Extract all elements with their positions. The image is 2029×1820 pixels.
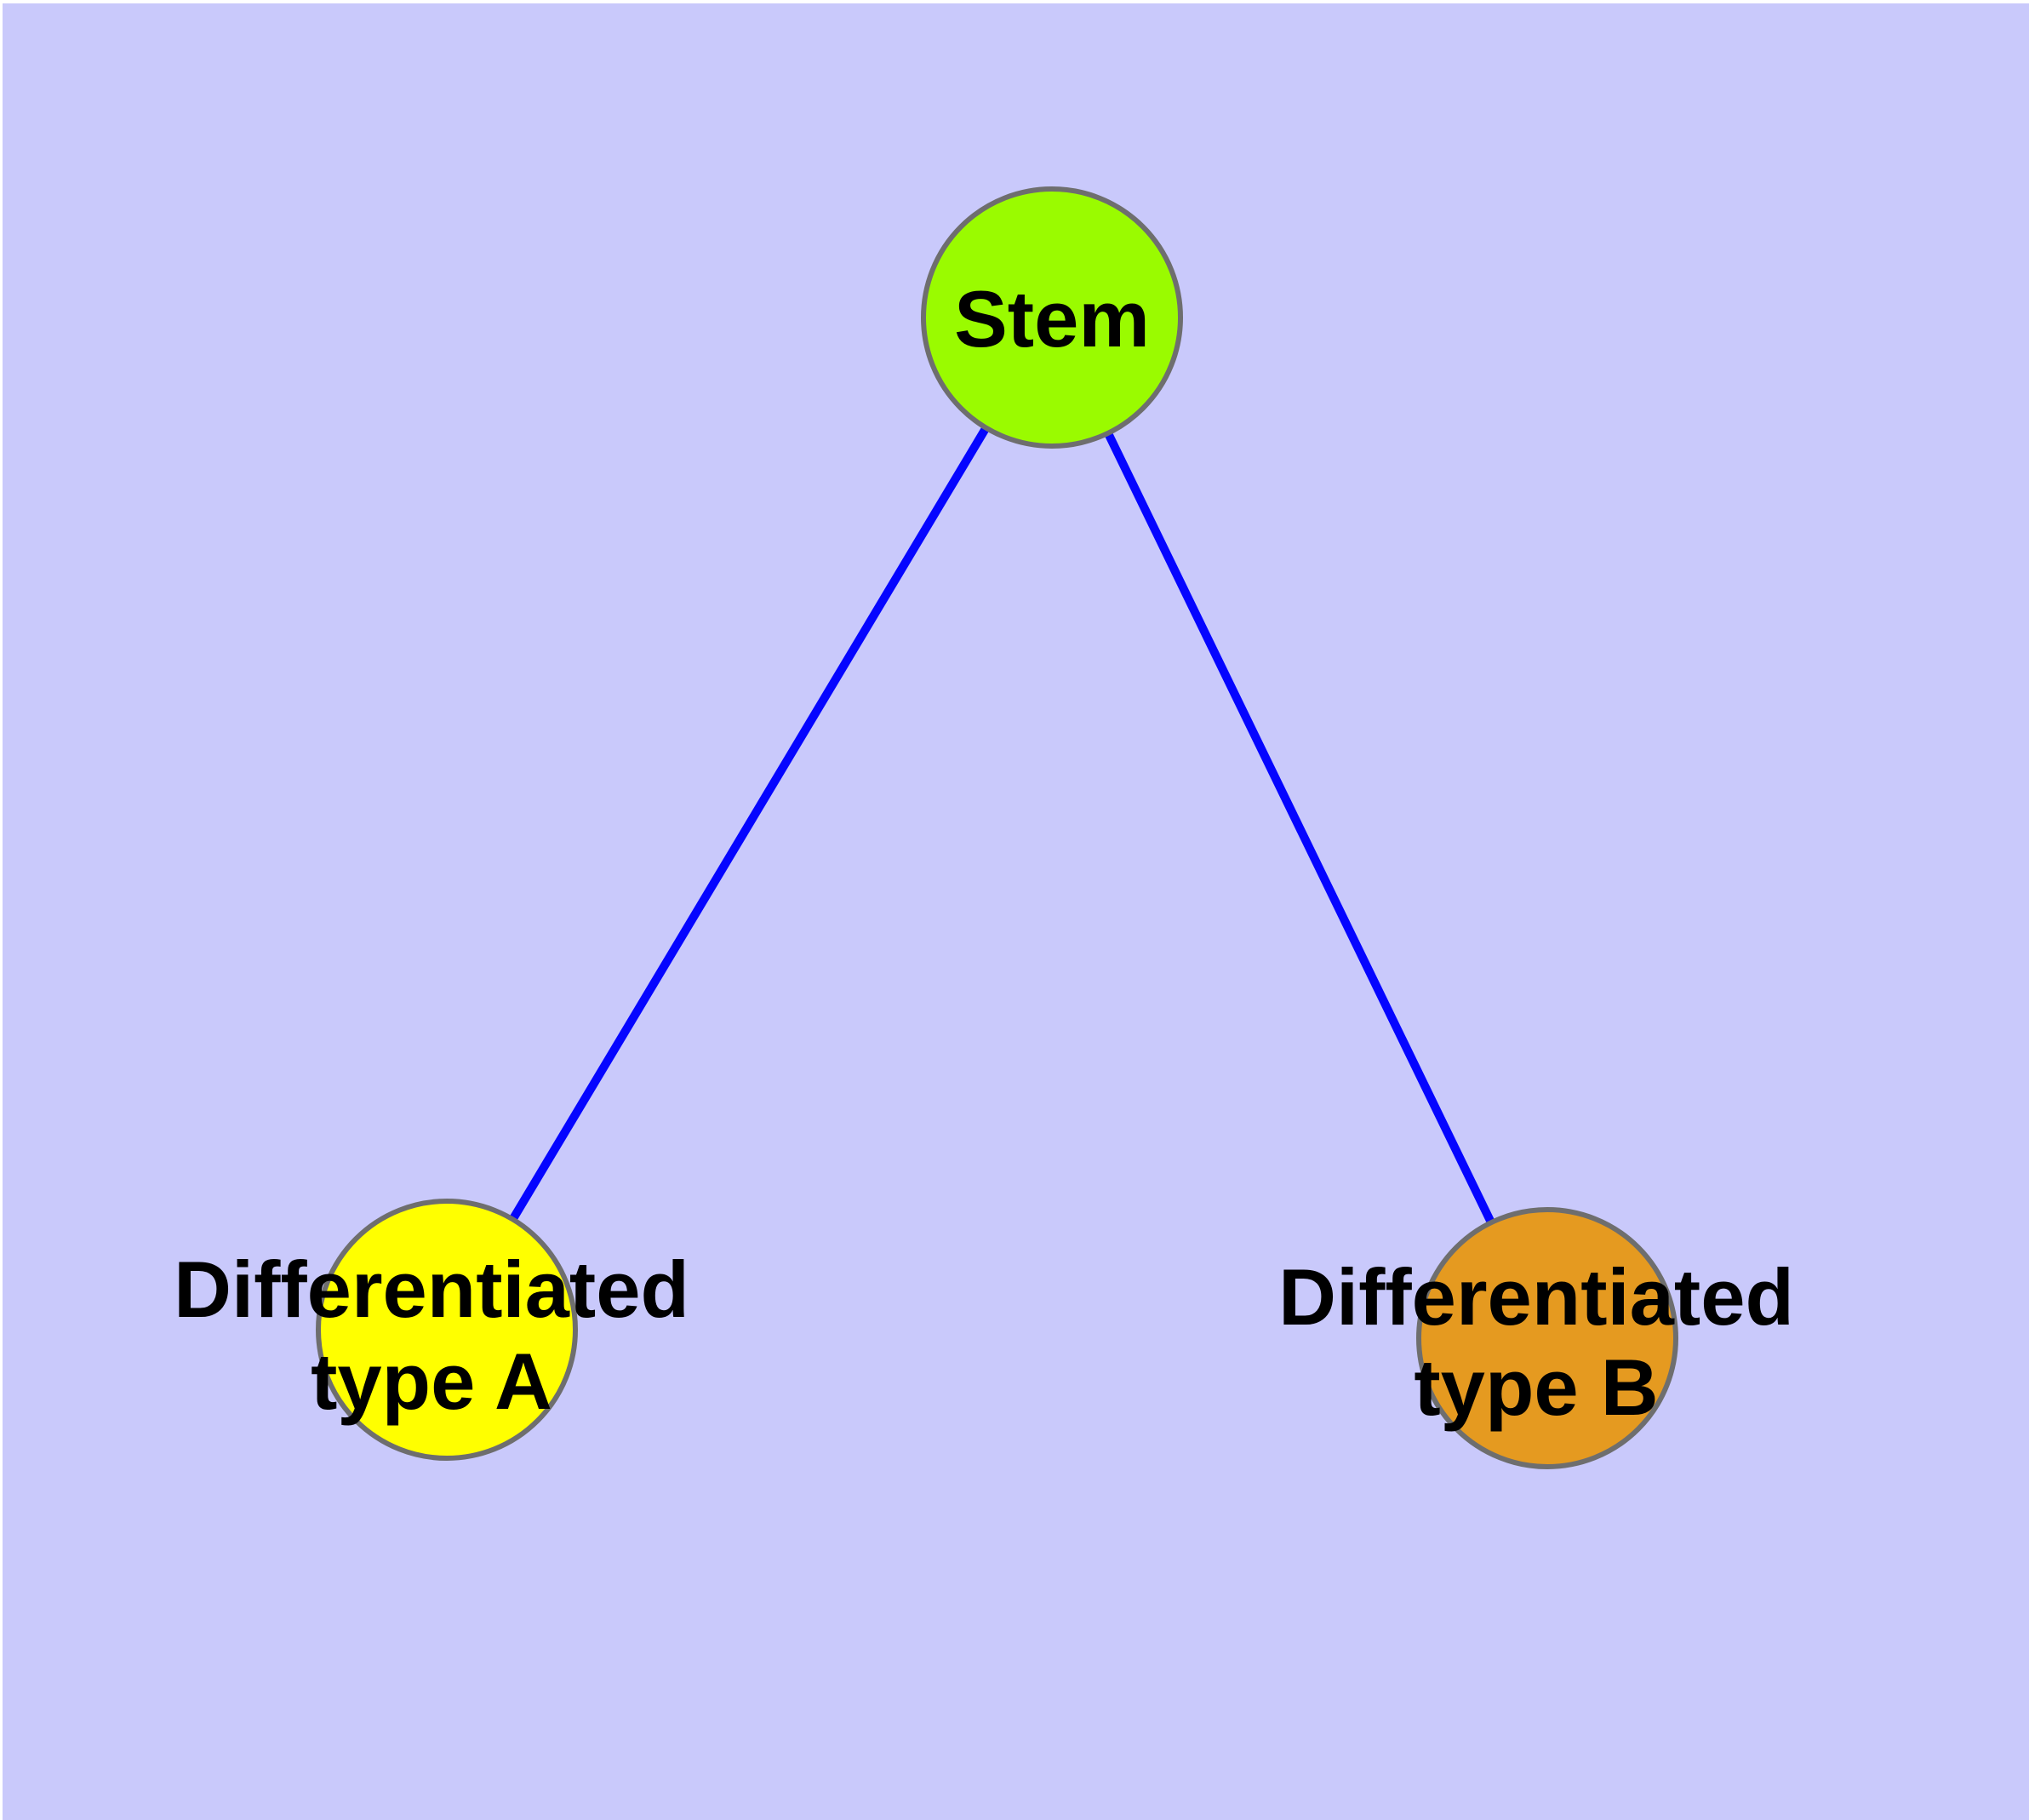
node-label-type-a-line1: Differentiated <box>174 1245 689 1334</box>
edge-stem-to-type-b <box>1048 315 1552 1341</box>
node-stem <box>921 186 1183 449</box>
node-label-type-b-line1: Differentiated <box>1278 1252 1794 1342</box>
node-differentiated-type-a <box>316 1199 578 1461</box>
canvas-edge-highlight-top <box>0 0 2029 3</box>
node-label-stem: Stem <box>954 274 1150 363</box>
node-label-type-b-line2: type B <box>1414 1342 1658 1432</box>
canvas-edge-highlight-left <box>0 0 3 1820</box>
node-label-type-a-line2: type A <box>311 1336 552 1426</box>
node-differentiated-type-b <box>1416 1207 1678 1469</box>
edge-stem-to-type-a <box>443 315 1056 1332</box>
